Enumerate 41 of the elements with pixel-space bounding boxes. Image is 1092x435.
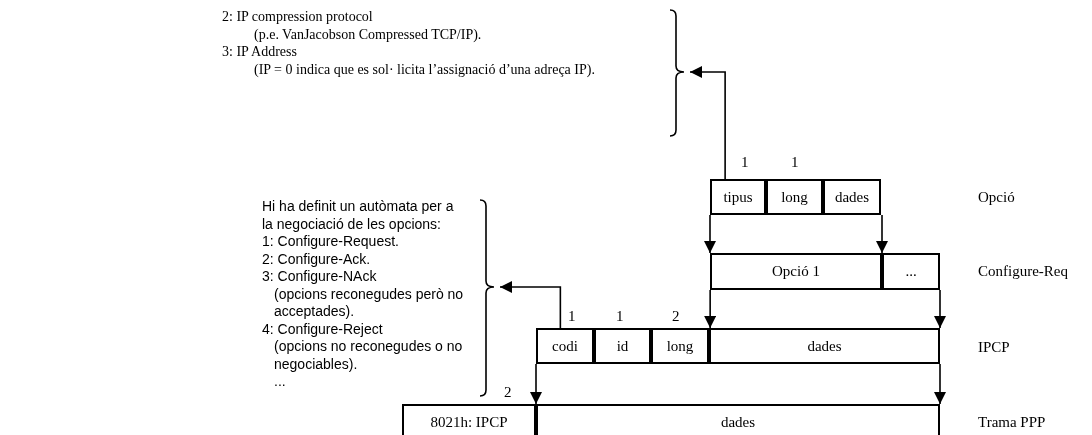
note-text: (p.e. VanJacobson Compressed TCP/IP). bbox=[254, 25, 482, 43]
note-text: (IP = 0 indica que es sol· licita l’assignació d’una adreça IP). bbox=[254, 60, 595, 78]
byte-count: 1 bbox=[741, 153, 749, 171]
arrow bbox=[704, 214, 716, 254]
note-text: (opcions reconegudes però no acceptades). bbox=[274, 285, 465, 321]
note-text: 3: Configure-NAck bbox=[262, 268, 377, 286]
note-text: 4: Configure-Reject bbox=[262, 320, 383, 338]
byte-count: 2 bbox=[504, 383, 512, 401]
arrow bbox=[704, 289, 717, 329]
row-label: Opció bbox=[978, 188, 1015, 206]
row-label: Trama PPP bbox=[978, 413, 1046, 431]
note-text: ... bbox=[274, 373, 286, 391]
arrow bbox=[530, 363, 542, 405]
row-label: IPCP bbox=[978, 338, 1010, 356]
packet-field: dades bbox=[823, 179, 881, 215]
packet-field: long bbox=[766, 179, 823, 215]
arrow bbox=[934, 289, 946, 329]
byte-count: 1 bbox=[791, 153, 799, 171]
note-text: 3: IP Address bbox=[222, 43, 297, 61]
arrow bbox=[934, 363, 946, 405]
arrow bbox=[689, 66, 726, 180]
note-text: 2: IP compression protocol bbox=[222, 8, 373, 26]
packet-field: dades bbox=[536, 404, 940, 435]
arrow bbox=[499, 281, 562, 329]
byte-count: 1 bbox=[616, 307, 624, 325]
packet-field: codi bbox=[536, 328, 594, 364]
packet-field: Opció 1 bbox=[710, 253, 882, 290]
note-text: 1: Configure-Request. bbox=[262, 233, 399, 251]
packet-field: dades bbox=[709, 328, 940, 364]
note-text: 2: Configure-Ack. bbox=[262, 250, 371, 268]
byte-count: 1 bbox=[568, 307, 576, 325]
packet-field: tipus bbox=[710, 179, 766, 215]
note-text: Hi ha definit un autòmata per a la negociació de les opcions: bbox=[262, 198, 455, 233]
arrow bbox=[876, 214, 888, 254]
byte-count: 2 bbox=[672, 307, 680, 325]
packet-field: long bbox=[651, 328, 709, 364]
row-label: Configure-Req bbox=[978, 262, 1068, 280]
packet-field: id bbox=[594, 328, 651, 364]
note-text: (opcions no reconegudes o no negociables). bbox=[274, 338, 464, 373]
packet-field: ... bbox=[882, 253, 940, 290]
packet-field: 8021h: IPCP bbox=[402, 404, 536, 435]
